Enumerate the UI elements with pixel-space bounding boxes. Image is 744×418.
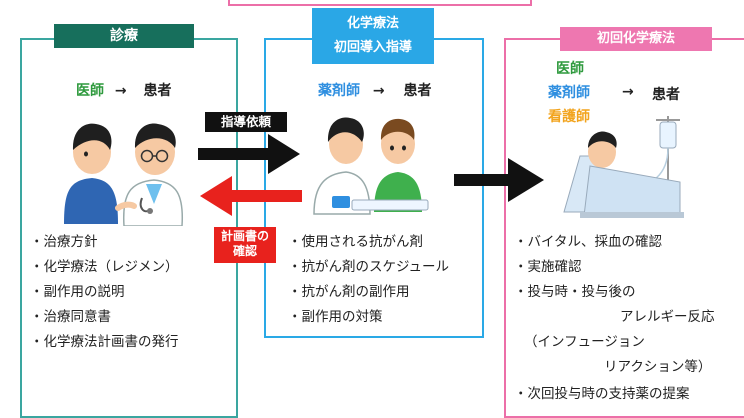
role-arrow: → bbox=[372, 83, 385, 99]
patient-figure bbox=[64, 123, 118, 224]
proceed-arrow-icon bbox=[454, 158, 544, 202]
confirm-label-line2: 確認 bbox=[232, 244, 257, 258]
role-pharmacist: 薬剤師 bbox=[548, 85, 590, 101]
confirm-arrow-icon bbox=[200, 176, 302, 216]
guidance-item-2: ・抗がん剤のスケジュール bbox=[288, 259, 450, 275]
first-chemo-item-7: ・次回投与時の支持薬の提案 bbox=[514, 386, 690, 402]
guidance-title: 化学療法 初回導入指導 bbox=[312, 8, 434, 64]
confirm-label: 計画書の 確認 bbox=[214, 227, 276, 263]
top-bracket bbox=[228, 0, 532, 6]
pharmacist-role: 薬剤師 bbox=[318, 83, 360, 99]
first-chemo-item-5: （インフュージョン bbox=[524, 334, 645, 350]
infusion-patient-illustration bbox=[563, 116, 684, 218]
bed-patient-figure bbox=[563, 131, 684, 218]
role-arrow: → bbox=[114, 83, 127, 99]
guidance-item-3: ・抗がん剤の副作用 bbox=[288, 284, 410, 300]
role-doctor: 医師 bbox=[556, 61, 584, 77]
child-patient-figure bbox=[374, 118, 422, 212]
confirm-label-line1: 計画書の bbox=[220, 229, 269, 243]
guidance-title-line1: 化学療法 bbox=[346, 16, 399, 31]
doctor-patient-illustration bbox=[64, 123, 184, 226]
consultation-item-3: ・副作用の説明 bbox=[30, 284, 125, 300]
consultation-item-5: ・化学療法計画書の発行 bbox=[30, 334, 179, 350]
first-chemo-item-1: ・バイタル、採血の確認 bbox=[514, 234, 662, 250]
consultation-item-2: ・化学療法（レジメン） bbox=[30, 259, 179, 275]
consultation-item-1: ・治療方針 bbox=[30, 234, 98, 250]
role-arrow: → bbox=[622, 84, 634, 100]
patient-role: 患者 bbox=[143, 83, 172, 99]
patient-role: 患者 bbox=[652, 87, 680, 103]
doctor-role: 医師 bbox=[76, 83, 104, 99]
consultation-title: 診療 bbox=[54, 24, 194, 48]
first-chemo-item-2: ・実施確認 bbox=[514, 259, 582, 275]
role-nurse: 看護師 bbox=[548, 109, 590, 125]
consultation-item-4: ・治療同意書 bbox=[30, 309, 111, 325]
request-label: 指導依頼 bbox=[205, 112, 287, 132]
guidance-item-1: ・使用される抗がん剤 bbox=[288, 234, 423, 250]
guidance-role-line: 薬剤師 → 患者 bbox=[318, 80, 431, 100]
first-chemo-title: 初回化学療法 bbox=[560, 27, 712, 51]
first-chemo-item-4: アレルギー反応 bbox=[620, 309, 715, 325]
doctor-figure bbox=[115, 123, 184, 226]
request-arrow-icon bbox=[198, 134, 300, 174]
guidance-item-4: ・副作用の対策 bbox=[288, 309, 383, 325]
patient-role: 患者 bbox=[403, 83, 432, 99]
first-chemo-item-6: リアクション等） bbox=[604, 359, 712, 375]
consultation-role-line: 医師 → 患者 bbox=[76, 80, 171, 100]
guidance-title-line2: 初回導入指導 bbox=[333, 40, 412, 55]
pharmacist-patient-illustration bbox=[313, 117, 429, 215]
first-chemo-item-3: ・投与時・投与後の bbox=[514, 284, 636, 300]
